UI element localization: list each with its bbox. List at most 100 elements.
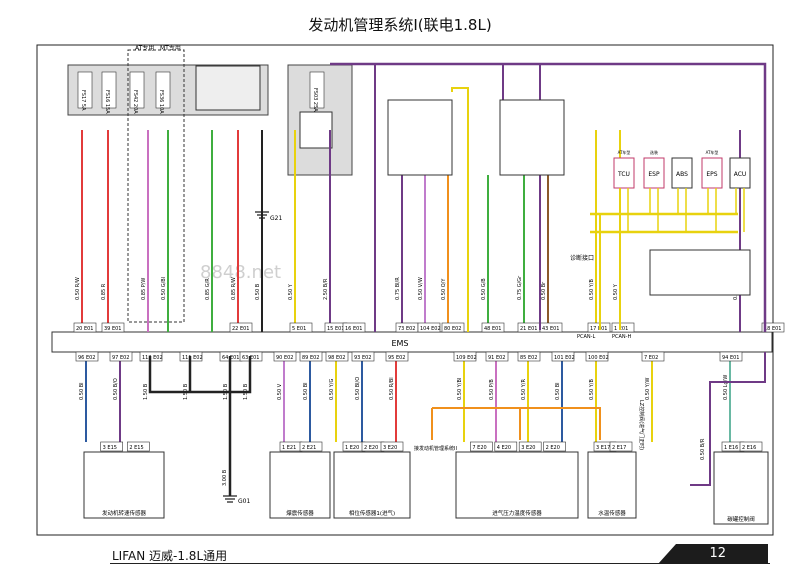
fuse-label-1: FS16 15A bbox=[104, 90, 110, 114]
fuse-fs42 bbox=[129, 71, 145, 109]
mt-label: MT专用 bbox=[160, 44, 181, 52]
sensor-pin-box-0-1 bbox=[127, 441, 150, 452]
ems-top-pin-7: 104 E02 bbox=[420, 326, 441, 332]
wire-top-label-2: 0.85 P/W bbox=[141, 278, 147, 300]
fuse-fs16 bbox=[101, 71, 117, 109]
ems-bottom-pin-box-15 bbox=[585, 351, 609, 362]
ems-top-pin-0: 20 E01 bbox=[76, 326, 93, 332]
sensor-pin-box-3-2 bbox=[518, 441, 542, 452]
wire-bottom-label-13: 0.50 Y/R bbox=[521, 379, 527, 400]
ems-bar bbox=[51, 331, 773, 353]
ems-bottom-pin-box-6 bbox=[273, 351, 297, 362]
module-label-tcu: TCU bbox=[617, 171, 630, 178]
ems-top-pin-8: 80 E02 bbox=[444, 326, 461, 332]
ems-top-pin-box-5 bbox=[342, 322, 366, 333]
ems-bottom-pin-box-1 bbox=[109, 351, 133, 362]
sensor-name-2: 相位传感器1(进气) bbox=[349, 509, 395, 517]
module-acu bbox=[729, 157, 751, 189]
wire-bottom-label-1: 0.50 B/O bbox=[113, 378, 119, 400]
wire-bottom-label-9: 0.50 Bl/O bbox=[355, 377, 361, 400]
ems-bottom-pin-box-7 bbox=[299, 351, 323, 362]
ems-top-pin-box-13 bbox=[611, 322, 635, 333]
relay-center bbox=[299, 111, 333, 149]
sensor-pin-box-3-3 bbox=[543, 441, 566, 452]
ems-bottom-pin-box-8 bbox=[325, 351, 349, 362]
wire-top-label-8: 2.50 B/R bbox=[323, 278, 329, 300]
main-power-line bbox=[330, 62, 767, 332]
ems-bottom-pin-0: 96 E02 bbox=[78, 355, 95, 361]
wire-top-label-12: 0.50 G/B bbox=[481, 278, 487, 300]
ems-label: EMS bbox=[391, 339, 408, 348]
ems-bottom-pin-10: 95 E02 bbox=[388, 355, 405, 361]
sensor-box-4 bbox=[587, 451, 637, 519]
diag-port-label: 诊断接口 bbox=[570, 254, 594, 262]
fuse-fs03 bbox=[309, 71, 325, 109]
ems-bottom-pin-box-11 bbox=[453, 351, 477, 362]
ems-bottom-pin-11: 109 E02 bbox=[456, 355, 477, 361]
wire-bottom-label-12: 0.50 P/B bbox=[489, 379, 495, 400]
ems-bottom-pin-box-0 bbox=[75, 351, 99, 362]
wire-bottom-label-6: 0.50 V bbox=[277, 383, 283, 400]
purple-loop-valve bbox=[690, 352, 766, 486]
sensor-name-1: 爆震传感器 bbox=[286, 509, 314, 517]
note-lz-valve: LZ控制阀(进气门正时) bbox=[638, 400, 645, 450]
wire-bottom-label-11: 0.50 Y/Bl bbox=[457, 378, 463, 400]
ems-bottom-pin-box-16 bbox=[641, 351, 665, 362]
sensor-pin-box-2-2 bbox=[380, 441, 404, 452]
ems-top-pin-1: 39 E01 bbox=[104, 326, 121, 332]
sensor-box-5 bbox=[713, 451, 769, 525]
sensor-pin-1-1: 2 E21 bbox=[302, 445, 316, 451]
fuse-label-4: FS03 25A bbox=[312, 88, 318, 112]
diagram-frame bbox=[36, 44, 774, 536]
ems-top-pin-13: 1 E01 bbox=[614, 326, 628, 332]
at-label: AT专用 bbox=[135, 44, 154, 52]
module-label-eps: EPS bbox=[706, 171, 717, 178]
sensor-pin-box-3-1 bbox=[494, 441, 518, 452]
ems-bottom-pin-7: 89 E02 bbox=[302, 355, 319, 361]
footer-rule bbox=[110, 563, 770, 564]
sensor-box-3 bbox=[455, 451, 579, 519]
sensor-pin-5-1: 2 E16 bbox=[742, 445, 756, 451]
wire-top-label-11: 0.50 O/Y bbox=[441, 278, 447, 300]
wire-top-label-14: 0.50 Br bbox=[541, 281, 547, 300]
sensor-pin-2-1: 2 E20 bbox=[364, 445, 378, 451]
module-note-1: 选装 bbox=[650, 149, 658, 155]
sensor-pin-4-1: 2 E17 bbox=[612, 445, 626, 451]
ground-g21-label: G21 bbox=[270, 215, 282, 222]
ground-g01-label: G01 bbox=[238, 498, 250, 505]
ems-bottom-pin-15: 100 E02 bbox=[588, 355, 609, 361]
orange-bus bbox=[431, 407, 601, 440]
wire-bottom-label-14: 0.50 Bl bbox=[555, 382, 561, 400]
ems-top-pin-box-0 bbox=[73, 322, 97, 333]
fuse-label-2: FS42 20A bbox=[132, 90, 138, 114]
module-label-esp: ESP bbox=[648, 171, 660, 178]
page-number-tab: 12 bbox=[658, 544, 768, 564]
sensor-pin-2-0: 1 E20 bbox=[345, 445, 359, 451]
ems-bottom-pin-3: 111 E02 bbox=[182, 355, 203, 361]
ems-top-pin-box-14 bbox=[761, 322, 785, 333]
sensor-name-5: 碳罐控制阀 bbox=[727, 515, 755, 523]
ground-bus bbox=[148, 356, 252, 496]
pcan-l-label: PCAN-L bbox=[577, 334, 595, 340]
fuse-label-0: FS17 5A bbox=[80, 90, 86, 111]
ems-bottom-pin-9: 93 E02 bbox=[354, 355, 371, 361]
sensor-box-0 bbox=[83, 451, 165, 519]
wire-top-label-0: 0.50 R/W bbox=[75, 277, 81, 300]
sensor-pin-box-0-0 bbox=[100, 441, 123, 452]
sensor-pin-0-1: 2 E15 bbox=[129, 445, 143, 451]
ground-label-1: 0.50 B/R bbox=[700, 438, 706, 460]
wire-bottom-label-15: 0.50 Y/B bbox=[589, 379, 595, 400]
ems-bottom-pin-14: 101 E02 bbox=[554, 355, 575, 361]
wire-top-label-16: 0.50 Y/B bbox=[589, 279, 595, 300]
footer-model: LIFAN 迈威-1.8L通用 bbox=[112, 549, 228, 563]
wire-top-label-7: 0.50 Y bbox=[288, 283, 294, 300]
injector-group-1 bbox=[387, 99, 453, 176]
ems-bottom-pin-box-14 bbox=[551, 351, 575, 362]
module-note-0: AT车型 bbox=[618, 149, 631, 155]
module-eps bbox=[701, 157, 723, 189]
module-abs bbox=[671, 157, 693, 189]
ems-top-pin-12: 17 E01 bbox=[590, 326, 607, 332]
sensor-pin-4-0: 3 E17 bbox=[596, 445, 610, 451]
wire-bottom-label-17: 0.50 Lg/W bbox=[723, 375, 729, 400]
ground-symbol-g01 bbox=[223, 495, 237, 503]
